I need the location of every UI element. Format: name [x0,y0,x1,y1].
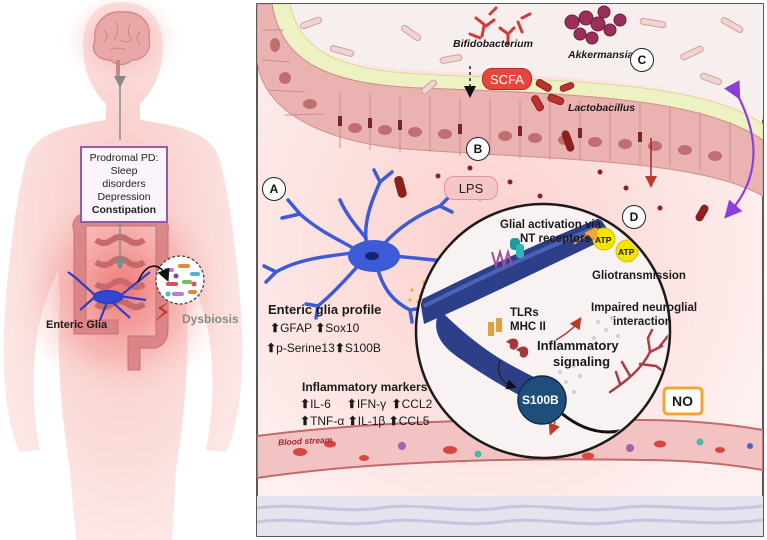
up-arrow-icon: ⬆ [315,321,326,335]
no-badge-label: NO [672,393,693,409]
bifidobacterium-icon [468,6,532,46]
commensal-bacteria [299,16,744,95]
brain-icon [92,11,151,76]
glia-profile-row-2: ⬆p-Serine13⬆S100B [266,341,381,355]
lumen-area [257,4,763,120]
up-arrow-icon: ⬆ [347,414,358,428]
gliotransmission-arrow [573,226,598,245]
impaired-line-2: interaction [613,316,672,328]
inflammatory-signaling-line-1: Inflammatory [537,338,619,353]
no-badge [662,386,704,416]
lactobacillus-label: Lactobacillus [568,102,636,114]
s100b-badge-label: S100B [522,393,559,407]
s100b-profile-label: S100B [344,341,381,355]
up-arrow-icon: ⬆ [346,397,357,411]
akkermansia-icon [564,5,627,45]
il6-label: IL-6 [310,397,331,411]
inflammatory-arrow [555,317,582,341]
nt-receptor-icon [491,238,524,270]
sox10-label: Sox10 [325,321,360,335]
atp-label-1: ATP [595,235,612,245]
prodromal-line-4: Depression [97,191,151,203]
glial-activation-line-1: Glial activation via [500,219,601,231]
tlr-arrow [497,359,517,390]
atp-molecule-2 [615,239,639,263]
enteric-glia-label: Enteric Glia [46,319,108,331]
scfa-badge: SCFA [482,68,532,90]
tlr-receptor-icon [488,318,502,336]
glia-dysbiosis-arrow [137,265,170,283]
inflammatory-signaling-line-2: signaling [553,354,611,369]
up-arrow-icon: ⬆ [300,414,311,428]
blood-cells [293,438,753,461]
gfap-label: GFAP [280,321,312,335]
inflammatory-row-1: ⬆IL-6 ⬆IFN-γ ⬆CCL2 [300,397,432,411]
lps-badge: LPS [444,176,498,200]
tnfa-label: TNF-α [310,414,345,428]
lactobacillus-icon [531,78,575,112]
neuron-dendrite-icon [608,328,668,394]
akkermansia-label: Akkermansia [568,49,634,61]
glial-activation-line-2: NT receptors [520,233,591,245]
up-arrow-icon: ⬆ [334,341,345,355]
inflammatory-row-2: ⬆TNF-α ⬆IL-1β ⬆CCL5 [300,414,429,428]
up-arrow-icon: ⬆ [270,321,281,335]
mhc-receptor-icon [506,338,529,358]
ccl2-label: CCL2 [401,397,433,411]
tight-junctions [338,116,642,142]
muscle-fibers [257,504,763,526]
p-serine13-label: p-Serine13 [276,341,335,355]
gliotransmission-label: Gliotransmission [592,270,686,282]
il1b-label: IL-1β [357,414,386,428]
marker-c: C [630,48,654,72]
inflammatory-markers-title: Inflammatory markers [302,380,428,394]
dysbiosis-label: Dysbiosis [182,312,239,326]
up-arrow-icon: ⬆ [388,414,399,428]
up-arrow-icon: ⬆ [391,397,402,411]
enteric-glia-small-icon [67,271,151,321]
glia-profile-row-1: ⬆GFAP ⬆Sox10 [270,321,359,335]
muscle-layer [257,496,763,536]
zoom-background [418,206,668,456]
prodromal-line-3: disorders [102,178,146,190]
dysbiosis-circle [155,255,205,305]
prodromal-pd-box: Prodromal PD: Sleep disorders Depression… [80,146,168,223]
epithelium-layer [257,4,763,197]
mhc-ii-label: MHC II [510,321,546,333]
marker-a: A [262,177,286,201]
prodromal-line-2: Sleep [110,165,138,177]
impaired-line-1: Impaired neuroglial [591,302,698,314]
bidirectional-arrow [724,80,755,219]
signal-dots [558,316,620,394]
prodromal-line-1: Prodromal PD: [89,152,159,164]
glia-profile-title: Enteric glia profile [268,302,382,317]
glial-process-upper [420,218,612,324]
marker-b: B [466,137,490,161]
s100b-badge [517,375,567,425]
lightning-icon [154,302,168,322]
ccl5-label: CCL5 [398,414,430,428]
up-arrow-icon: ⬆ [300,397,311,411]
glia-nucleus [365,252,379,260]
marker-d: D [622,205,646,229]
up-arrow-icon: ⬆ [266,341,277,355]
lps-fragments [394,130,709,222]
bifidobacterium-label: Bifidobacterium [453,38,533,50]
tlrs-label: TLRs [510,307,539,319]
glial-process-upper-highlight [423,224,601,308]
prodromal-line-5: Constipation [91,204,157,216]
ifng-label: IFN-γ [356,397,387,411]
atp-label-2: ATP [618,247,635,257]
gut-glow [12,175,232,405]
